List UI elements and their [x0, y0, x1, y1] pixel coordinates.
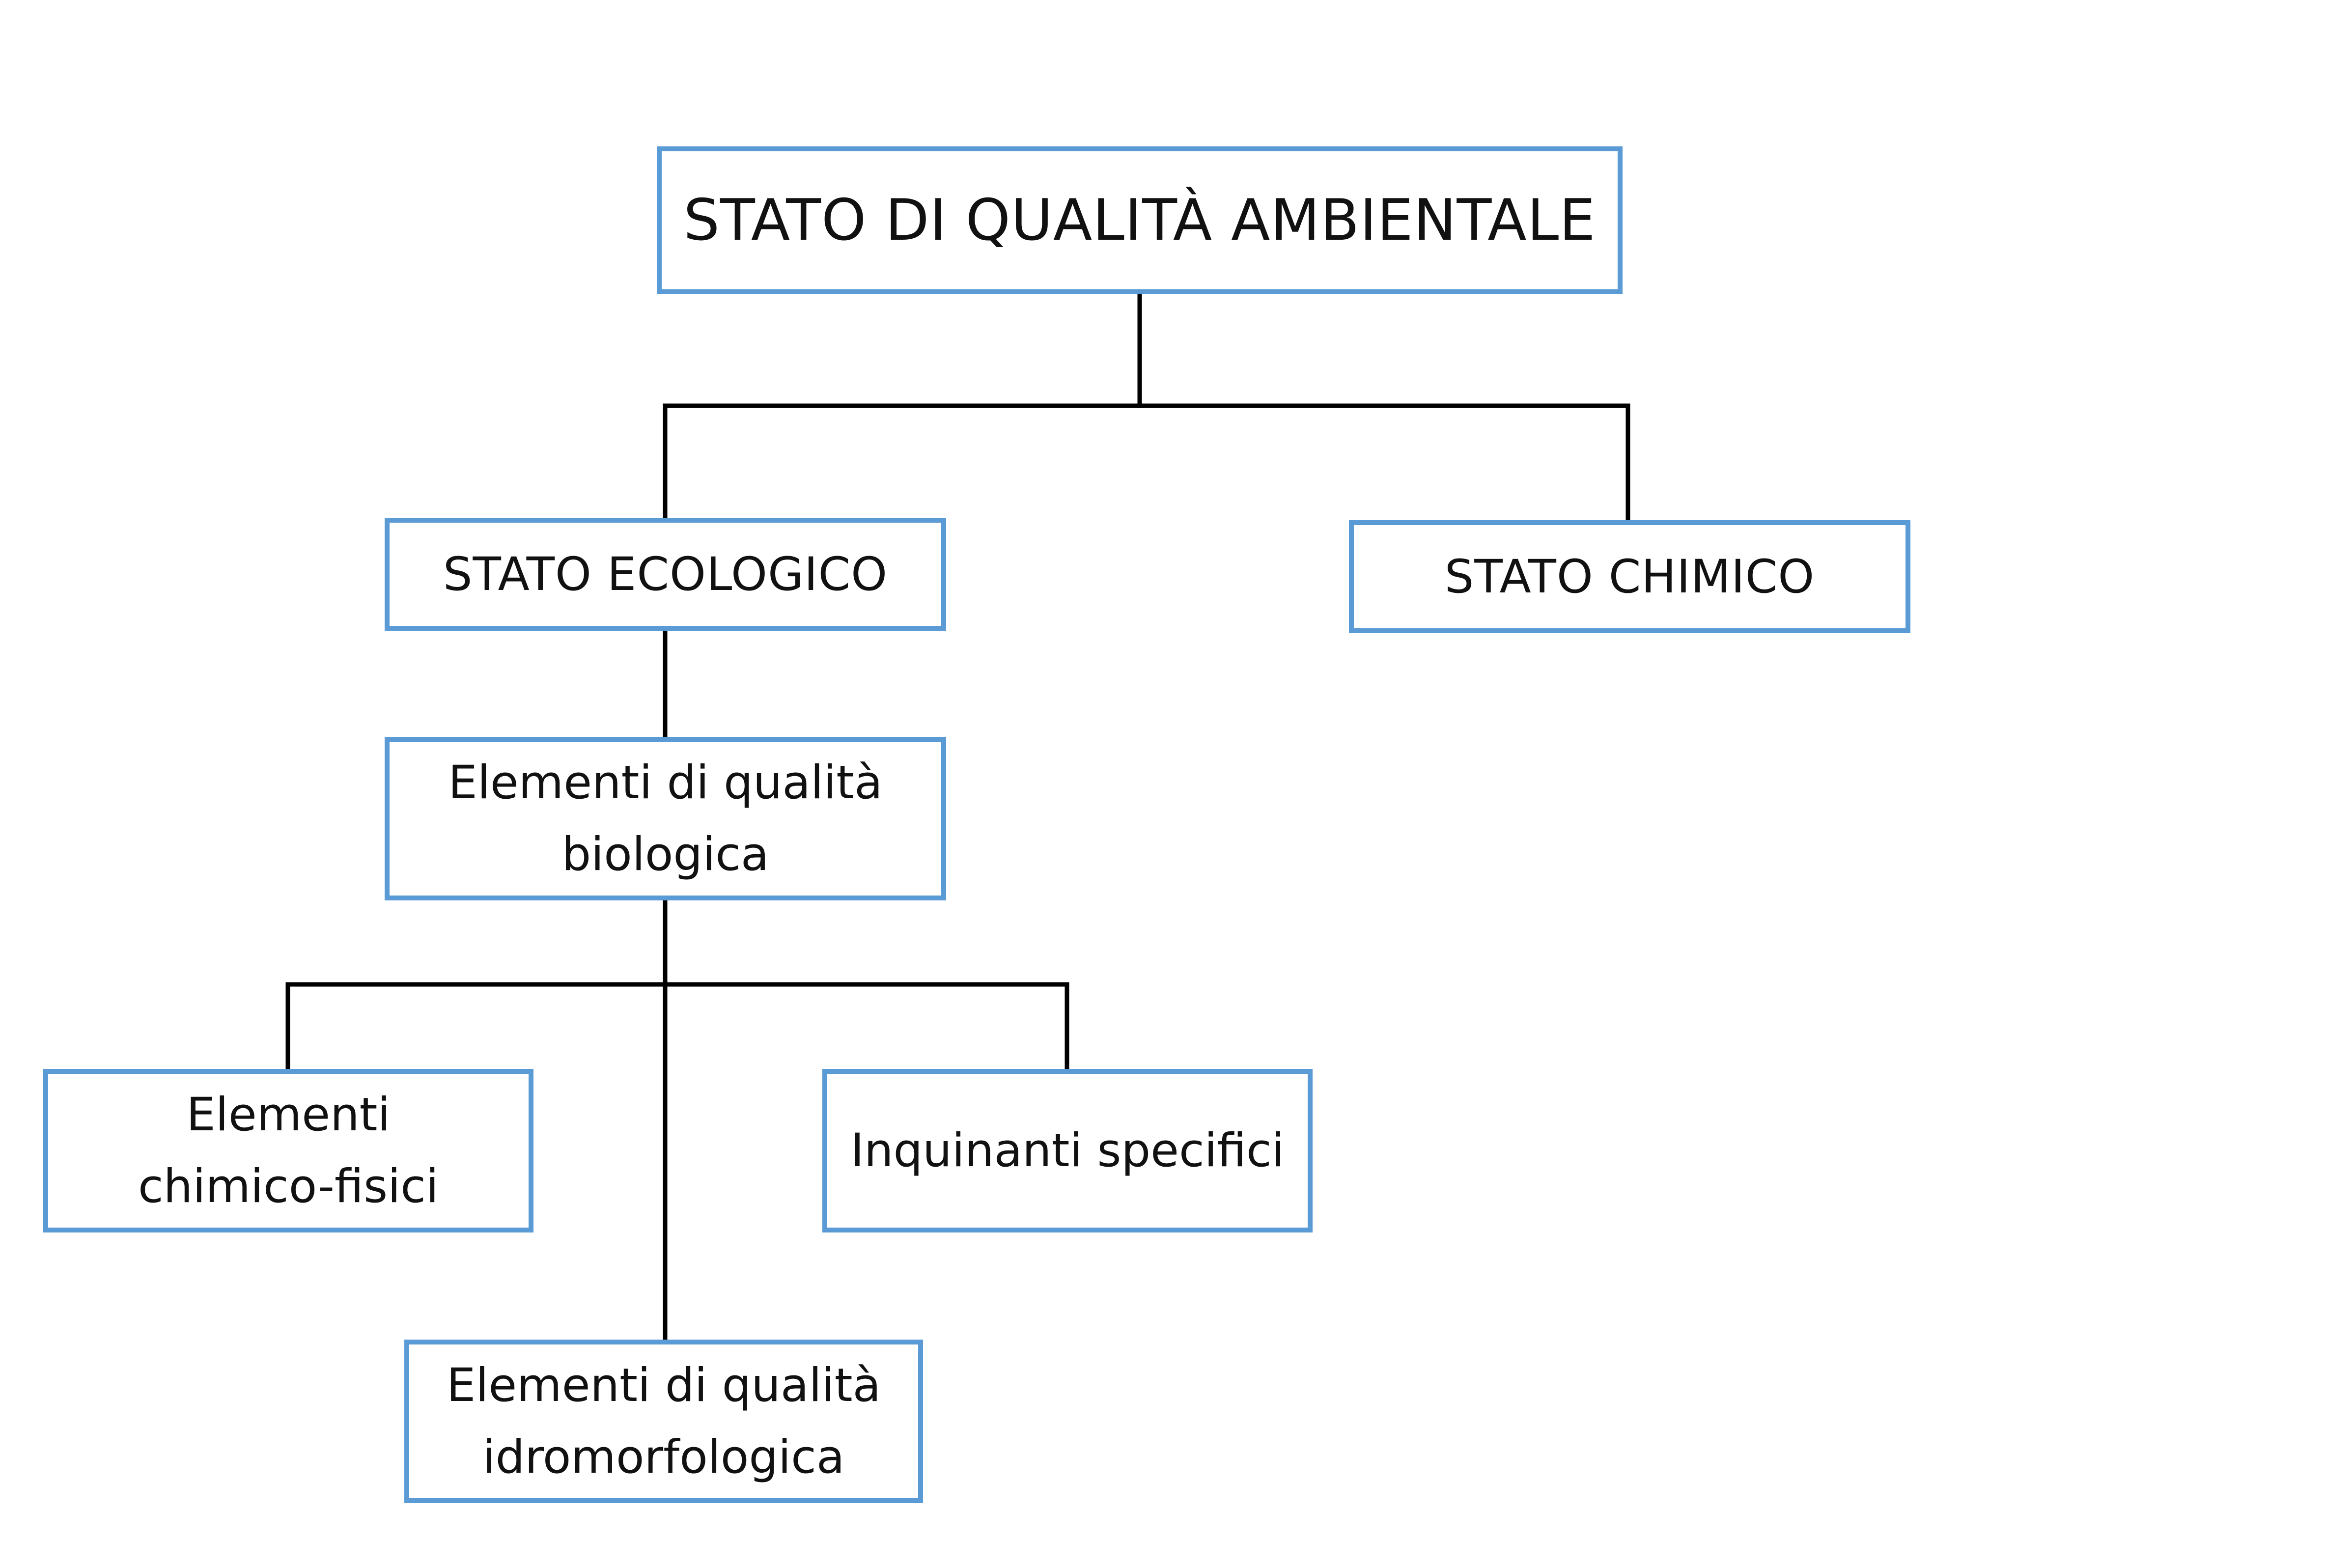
node-label: Inquinanti specifici: [850, 1124, 1285, 1177]
node-stato-chimico: STATO CHIMICO: [1349, 520, 1910, 633]
node-inquinanti-specifici: Inquinanti specifici: [822, 1069, 1313, 1232]
node-stato-ecologico: STATO ECOLOGICO: [385, 518, 946, 631]
node-elementi-qualita-biologica: Elementi di qualità biologica: [385, 737, 946, 900]
node-label: Elementi di qualità biologica: [448, 756, 883, 881]
node-label: Elementi di qualità idromorfologica: [446, 1358, 881, 1484]
node-label: STATO DI QUALITÀ AMBIENTALE: [683, 187, 1596, 253]
node-label: STATO ECOLOGICO: [443, 547, 888, 601]
node-label: Elementi chimico-fisici: [138, 1088, 439, 1213]
node-elementi-qualita-idromorfologica: Elementi di qualità idromorfologica: [404, 1340, 923, 1503]
node-stato-qualita-ambientale: STATO DI QUALITÀ AMBIENTALE: [657, 146, 1623, 294]
node-elementi-chimico-fisici: Elementi chimico-fisici: [43, 1069, 533, 1232]
node-label: STATO CHIMICO: [1444, 550, 1815, 604]
